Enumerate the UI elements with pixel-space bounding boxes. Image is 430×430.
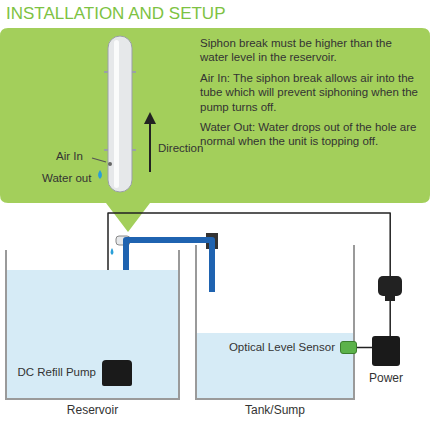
connector-line (357, 347, 372, 349)
siphon-break-icon (104, 36, 136, 192)
node-text: Reservoir (67, 403, 118, 417)
label-text: Direction (158, 142, 203, 154)
sump-tank: Tank/SumpOptical Level Sensor (195, 245, 355, 400)
node-text: Tank/Sump (245, 403, 305, 417)
power-cable (357, 347, 372, 348)
direction-arrow (149, 122, 151, 172)
controller-box (378, 276, 402, 296)
label-text: Air In (56, 150, 83, 162)
node-text: Water Out: Water drops out of the hole a… (200, 120, 422, 149)
title: INSTALLATION AND SETUP (6, 4, 225, 24)
controller-tab (385, 296, 395, 301)
power-supply: Power (372, 336, 400, 366)
air-arrow (92, 158, 106, 162)
node-text: Air In: The siphon break allows air into… (200, 71, 422, 114)
node-text: Siphon break must be higher than the wat… (200, 36, 422, 65)
node-text: DC Refill Pump (17, 366, 96, 378)
pump-box: DC Refill Pump (102, 360, 132, 386)
water-drop (98, 170, 102, 179)
node-text: Power (369, 371, 403, 385)
node-text: Optical Level Sensor (229, 341, 335, 353)
label-text: Water out (42, 172, 91, 184)
level-sensor: Optical Level Sensor (340, 341, 357, 354)
reservoir-tank: ReservoirDC Refill Pump (5, 250, 180, 400)
direction-arrowhead (144, 112, 156, 124)
callout-shape (0, 28, 430, 232)
